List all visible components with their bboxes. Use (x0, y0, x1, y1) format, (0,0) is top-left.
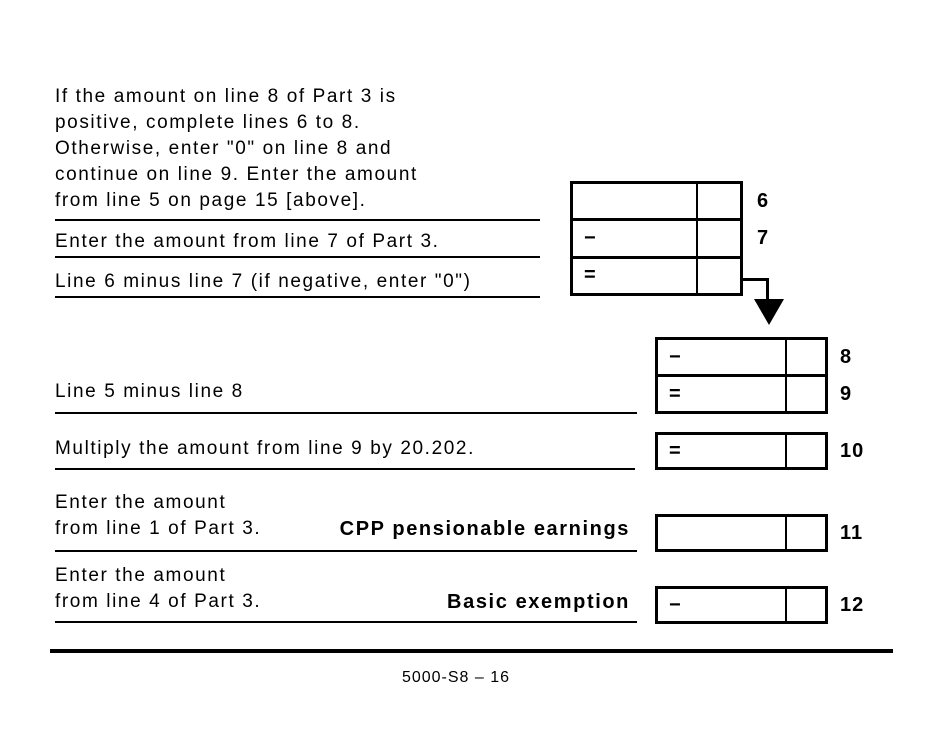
flow-arrow-vertical (766, 278, 769, 300)
separator-rule (55, 550, 637, 552)
minus-operator: − (669, 345, 681, 368)
line-number-9: 9 (840, 383, 853, 405)
dollars-field-line-9[interactable]: = (658, 377, 785, 411)
cents-field-line-9[interactable] (785, 377, 825, 411)
amount-row-result: = (573, 255, 740, 293)
form-number-footer: 5000-S8 – 16 (401, 669, 511, 686)
equals-operator: = (669, 382, 681, 405)
amount-table-12: − 12 (655, 586, 863, 624)
amount-table-8-9: − 8 = 9 (655, 337, 851, 414)
separator-rule (55, 468, 635, 470)
amount-row-line-8: − 8 (658, 340, 851, 374)
cents-field-line-10[interactable] (785, 435, 825, 467)
cents-field-result[interactable] (696, 258, 740, 293)
equals-operator: = (669, 439, 681, 462)
amount-table-6-7: 6 − 7 = (570, 181, 768, 296)
line-number-7: 7 (757, 227, 770, 250)
separator-rule (55, 219, 540, 221)
line12-instruction: Enter the amount from line 4 of Part 3. (55, 565, 262, 612)
dollars-field-line-11[interactable] (658, 517, 785, 549)
amount-table-11: 11 (655, 514, 862, 552)
separator-rule (55, 296, 540, 298)
dollars-field-line-7[interactable]: − (573, 221, 696, 255)
line-number-11: 11 (840, 522, 864, 544)
dollars-field-line-8[interactable]: − (658, 340, 785, 374)
amount-row-line-12: − 12 (658, 589, 863, 621)
separator-rule (55, 256, 540, 258)
amount-row-line-10: = 10 (658, 435, 863, 467)
dollars-field-line-6[interactable] (573, 184, 696, 218)
basic-exemption-label: Basic exemption (447, 591, 630, 613)
cents-field-line-6[interactable] (696, 184, 740, 219)
footer-rule (50, 649, 893, 653)
amount-row-line-9: = 9 (658, 374, 851, 411)
line11-instruction: Enter the amount from line 1 of Part 3. (55, 492, 262, 539)
cents-field-line-8[interactable] (785, 340, 825, 374)
line9-instruction: Line 5 minus line 8 (55, 381, 244, 402)
arrow-down-icon (754, 299, 784, 325)
instructions-text: If the amount on line 8 of Part 3 is pos… (55, 86, 418, 211)
line-number-6: 6 (757, 190, 770, 213)
cents-field-line-12[interactable] (785, 589, 825, 621)
line-number-10: 10 (840, 440, 865, 462)
minus-operator: − (669, 593, 681, 616)
minus-operator: − (584, 226, 596, 249)
dollars-field-result[interactable]: = (573, 259, 696, 293)
line7-instruction: Enter the amount from line 7 of Part 3. (55, 231, 440, 252)
flow-arrow-horizontal (743, 278, 769, 281)
equals-operator: = (584, 264, 596, 287)
cpp-pensionable-earnings-label: CPP pensionable earnings (339, 518, 630, 540)
amount-row-line-7: − 7 (573, 218, 768, 256)
separator-rule (55, 621, 637, 623)
cents-field-line-7[interactable] (696, 221, 740, 256)
cents-field-line-11[interactable] (785, 517, 825, 549)
amount-row-line-11: 11 (658, 517, 862, 549)
dollars-field-line-12[interactable]: − (658, 589, 785, 621)
amount-table-10: = 10 (655, 432, 863, 470)
line-number-12: 12 (840, 594, 865, 616)
line-number-8: 8 (840, 346, 853, 368)
line10-instruction: Multiply the amount from line 9 by 20.20… (55, 438, 475, 459)
line8-instruction: Line 6 minus line 7 (if negative, enter … (55, 271, 472, 292)
dollars-field-line-10[interactable]: = (658, 435, 785, 467)
separator-rule (55, 412, 637, 414)
amount-row-line-6: 6 (573, 184, 768, 219)
